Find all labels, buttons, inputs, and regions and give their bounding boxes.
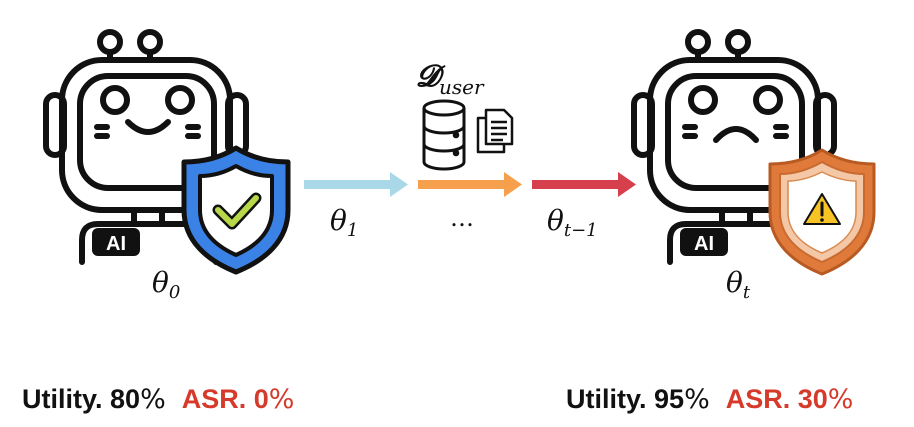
left-stats: Utility. 80%ASR. 0%	[22, 384, 294, 415]
shield-warning-icon	[768, 148, 876, 276]
ai-badge-left-text: AI	[106, 233, 126, 255]
robot-happy-icon	[43, 29, 249, 265]
update-arrow-3	[532, 172, 636, 197]
ai-badge-right	[680, 228, 728, 256]
update-arrow-1	[304, 172, 408, 197]
right-asr-label: ASR.	[726, 384, 798, 414]
database-icon	[422, 99, 466, 171]
documents-icon	[476, 108, 514, 154]
ai-badge-right-text: AI	[694, 233, 714, 255]
left-asr-label: ASR.	[182, 384, 254, 414]
theta-1-label: θ1	[330, 204, 358, 241]
right-utility-value: 95	[654, 384, 684, 414]
right-asr-value: 30	[798, 384, 828, 414]
update-arrow-2	[418, 172, 522, 197]
left-utility-label: Utility.	[22, 384, 110, 414]
dataset-user-label: 𝓓user	[416, 59, 485, 99]
shield-check-icon	[181, 145, 291, 275]
ai-badge-left	[92, 228, 140, 256]
ellipsis-label: …	[450, 204, 474, 232]
left-utility-value: 80	[110, 384, 140, 414]
theta-0-label: θ0	[152, 266, 180, 303]
theta-t-label: θt	[726, 266, 751, 303]
left-asr-value: 0	[254, 384, 269, 414]
theta-t-minus-1-label: θt−1	[547, 204, 598, 241]
robot-sad-icon	[631, 29, 837, 265]
right-stats: Utility. 95%ASR. 30%	[566, 384, 853, 415]
right-utility-label: Utility.	[566, 384, 654, 414]
